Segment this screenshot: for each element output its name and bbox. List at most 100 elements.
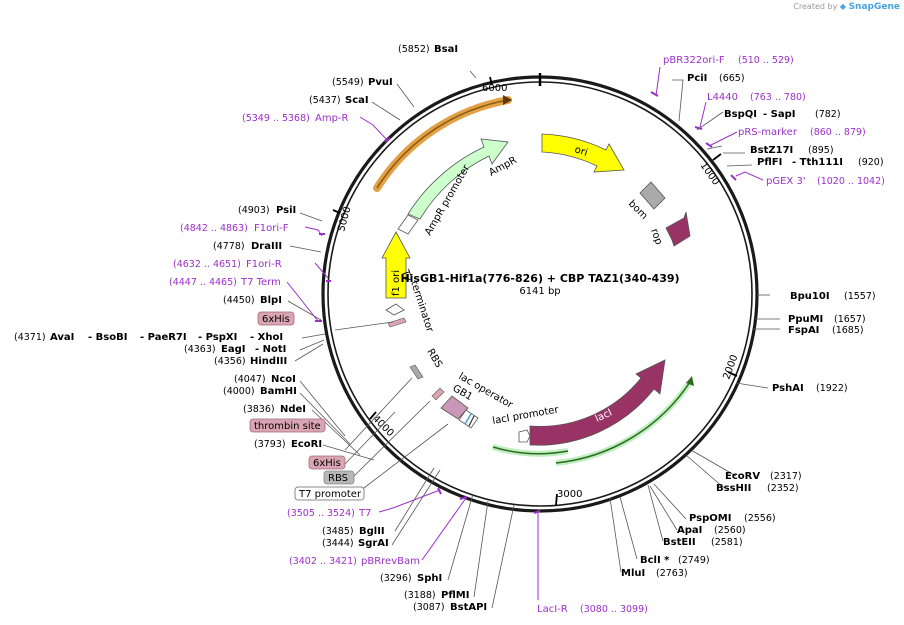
rop-feature-arrow[interactable]	[665, 211, 691, 247]
site-pcii[interactable]: PciI	[687, 73, 707, 84]
site-pspxi[interactable]: - PspXI	[198, 332, 237, 343]
primer-lines	[286, 66, 764, 600]
site-xhoi[interactable]: - XhoI	[250, 332, 283, 343]
site-pos-scai: (5437)	[309, 95, 341, 106]
site-pshai[interactable]: PshAI	[772, 383, 804, 394]
gb1-feature-arrow[interactable]	[440, 395, 469, 420]
site-bstz17i[interactable]: BstZ17I	[750, 145, 793, 156]
rop-label: rop	[648, 227, 664, 246]
t7-terminator-mark[interactable]	[387, 317, 407, 328]
ampr-promoter-arrow[interactable]	[397, 214, 419, 235]
primer-range-pbrrevbam: (3402 .. 3421)	[289, 556, 357, 567]
site-eagi[interactable]: EagI	[221, 344, 245, 355]
primer-f1ori-r[interactable]: F1ori-R	[246, 259, 282, 270]
primer-pbr322ori-f[interactable]: pBR322ori-F	[663, 55, 725, 66]
site-pos-bpu10i: (1557)	[844, 291, 876, 302]
t7-terminator-label-2: terminator	[408, 280, 435, 335]
site-pos-avai: (4371)	[14, 332, 46, 343]
site-ndei[interactable]: NdeI	[280, 404, 306, 415]
site-pos-pvui: (5549)	[332, 77, 364, 88]
t7-promoter-box[interactable]	[294, 486, 365, 501]
site-draiii[interactable]: DraIII	[251, 241, 282, 252]
site-bcli[interactable]: BclI *	[640, 555, 670, 566]
rbs-box-label: RBS	[328, 473, 348, 484]
primer-range-prs-marker: (860 .. 879)	[810, 127, 866, 138]
site-scai[interactable]: ScaI	[345, 95, 369, 106]
site-pflfi[interactable]: PflFI	[757, 157, 782, 168]
rbs-inner-feature[interactable]	[409, 364, 424, 380]
site-pos-bsai: (5852)	[398, 44, 430, 55]
primer-pgex-3[interactable]: pGEX 3'	[766, 176, 806, 187]
site-apai[interactable]: ApaI	[677, 525, 702, 536]
ori-feature-arrow[interactable]	[541, 133, 625, 173]
site-pos-bstapi: (3087)	[413, 602, 445, 613]
site-pflmi[interactable]: PflMI	[441, 590, 469, 601]
site-bstapi[interactable]: BstAPI	[450, 602, 487, 613]
site-pos-pcii: (665)	[719, 73, 745, 84]
site-pos-bstz17i: (895)	[808, 145, 834, 156]
plasmid-size: 6141 bp	[519, 286, 560, 297]
tick-label-3000: 3000	[557, 489, 582, 500]
site-paer7i[interactable]: - PaeR7I	[140, 332, 187, 343]
site-mlui[interactable]: MluI	[621, 568, 645, 579]
site-ecorv[interactable]: EcoRV	[725, 471, 760, 482]
ampr-feature-arrow[interactable]	[407, 138, 509, 220]
primer-t7-term[interactable]: T7 Term	[240, 277, 281, 288]
site-ppumi[interactable]: PpuMI	[788, 314, 823, 325]
primer-range-laci-r: (3080 .. 3099)	[580, 604, 648, 615]
site-bsshii[interactable]: BssHII	[716, 483, 751, 494]
leader-lines	[287, 70, 780, 609]
lac-operator-stripe-2	[468, 415, 475, 427]
rbs-box[interactable]	[323, 470, 355, 485]
primer-f1ori-f[interactable]: F1ori-F	[254, 223, 289, 234]
primer-amp-r[interactable]: Amp-R	[315, 113, 349, 124]
site-blpi[interactable]: BlpI	[260, 295, 282, 306]
site-bpu10i[interactable]: Bpu10I	[790, 291, 830, 302]
primer-pbrrevbam[interactable]: pBRrevBam	[361, 556, 420, 567]
f1-ori-label: f1 ori	[391, 270, 402, 296]
his-tag-inner-feature[interactable]	[431, 387, 445, 401]
his-top-box[interactable]	[257, 311, 295, 326]
site-pspomi[interactable]: PspOMI	[689, 513, 731, 524]
bom-feature[interactable]	[639, 181, 666, 210]
thrombin-box[interactable]	[249, 418, 326, 433]
primer-range-pbr322ori-f: (510 .. 529)	[738, 55, 794, 66]
site-bsobi[interactable]: - BsoBI	[88, 332, 127, 343]
site-bsai[interactable]: BsaI	[434, 44, 458, 55]
site-bsteii[interactable]: BstEII	[663, 537, 696, 548]
ampr-arc-arrow	[503, 95, 512, 105]
site-pos-ppumi: (1657)	[834, 314, 866, 325]
site-pvui[interactable]: PvuI	[368, 77, 393, 88]
site-sphi[interactable]: SphI	[417, 573, 442, 584]
site-tth111i[interactable]: - Tth111I	[792, 157, 843, 168]
laci-promoter-arrow[interactable]	[518, 429, 531, 443]
site-ecori[interactable]: EcoRI	[291, 439, 322, 450]
site-pos-psii: (4903)	[238, 205, 270, 216]
site-bglii[interactable]: BglII	[359, 526, 385, 537]
laci-outer-arc-arrow	[686, 376, 694, 386]
primer-t7[interactable]: T7	[358, 508, 371, 519]
site-sapi[interactable]: - SapI	[763, 109, 795, 120]
his-bottom-box[interactable]	[308, 455, 346, 470]
laci-feature-arrow[interactable]	[529, 359, 666, 446]
laci-outer-arc-core	[492, 446, 569, 455]
primer-prs-marker[interactable]: pRS-marker	[738, 127, 798, 138]
site-avai[interactable]: AvaI	[50, 332, 74, 343]
site-sgrai[interactable]: SgrAI	[358, 538, 389, 549]
site-fspai[interactable]: FspAI	[788, 325, 819, 336]
site-pos-bamhi: (4000)	[223, 386, 255, 397]
site-bspqi[interactable]: BspQI	[724, 109, 757, 120]
site-hindiii[interactable]: HindIII	[250, 356, 287, 367]
site-bamhi[interactable]: BamHI	[260, 386, 297, 397]
site-psii[interactable]: PsiI	[276, 205, 296, 216]
f1-ori-feature-arrow[interactable]	[381, 231, 411, 299]
primer-laci-r[interactable]: LacI-R	[537, 604, 568, 615]
site-ncoi[interactable]: NcoI	[271, 374, 296, 385]
primer-l4440[interactable]: L4440	[707, 92, 738, 103]
site-pos-sphi: (3296)	[380, 573, 412, 584]
laci-promoter-label: lacI promoter	[492, 404, 561, 427]
site-pos-bspqi: (782)	[815, 109, 841, 120]
t7-terminator-feature[interactable]	[385, 303, 405, 316]
site-noti[interactable]: - NotI	[255, 344, 286, 355]
t7-promoter-label: T7 promoter	[298, 489, 362, 500]
